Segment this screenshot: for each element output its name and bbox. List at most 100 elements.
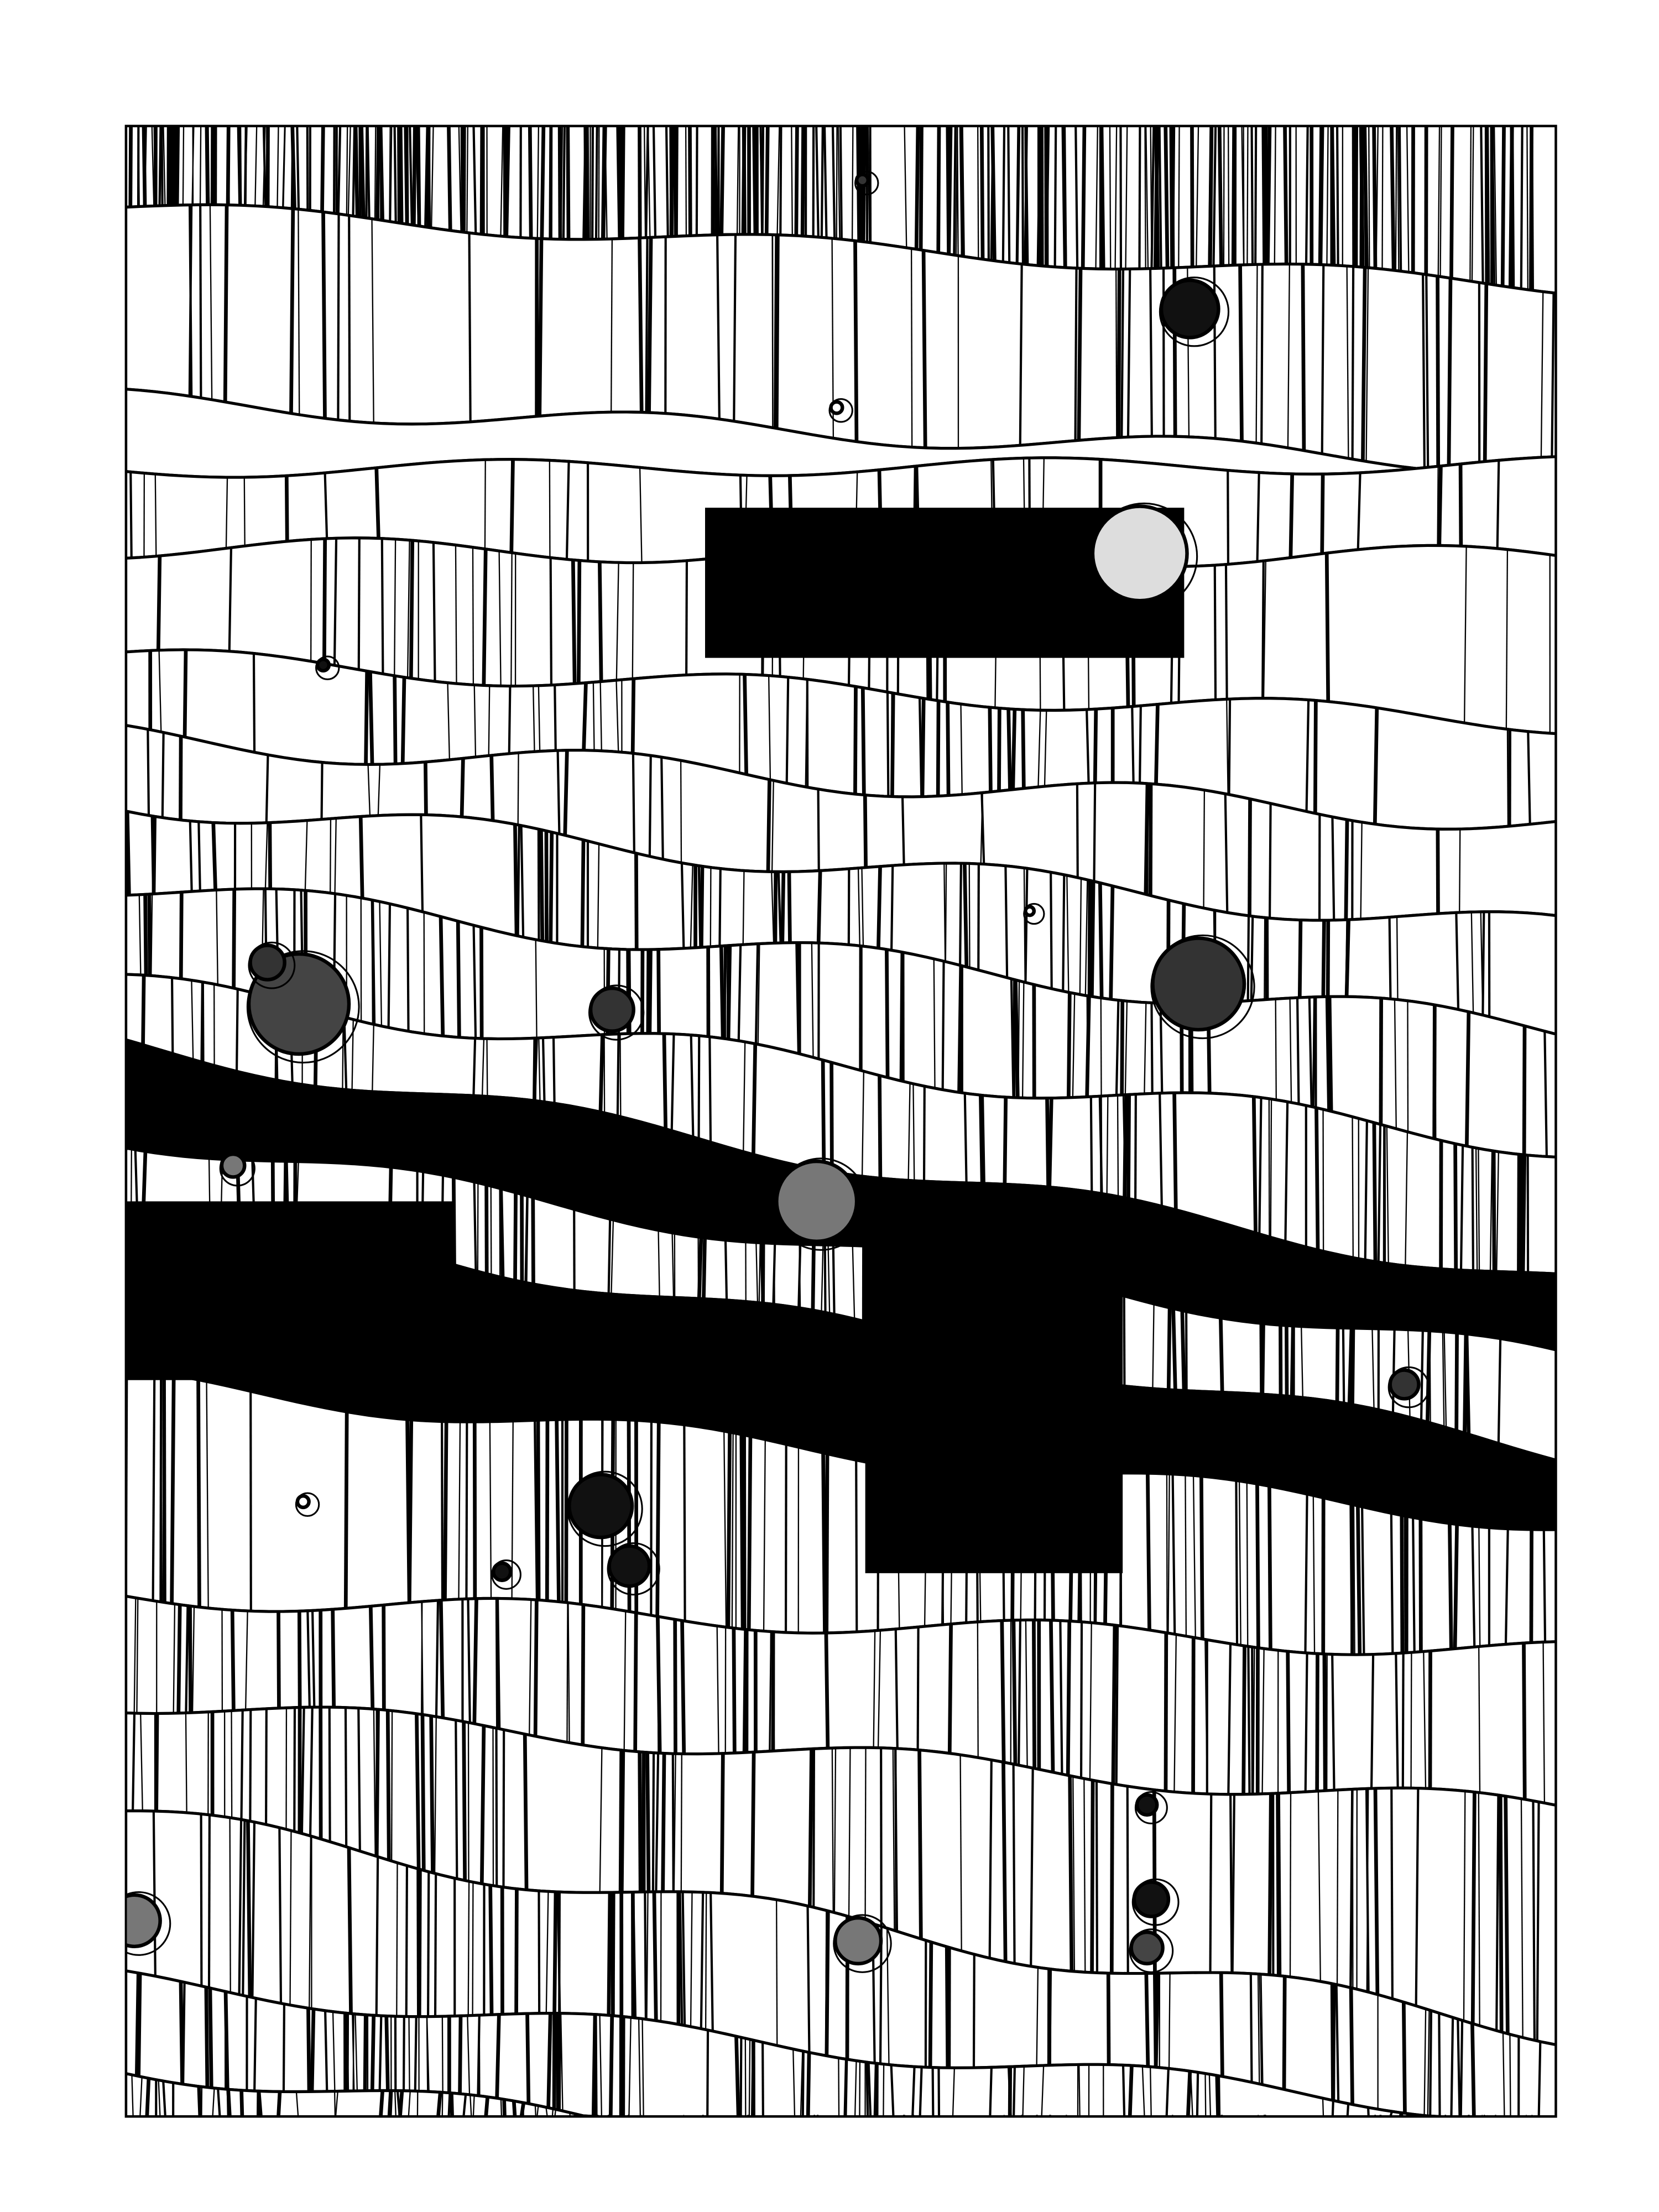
hatch-line xyxy=(800,2051,804,2117)
circle-halo xyxy=(1131,1878,1180,1926)
artwork-frame xyxy=(124,124,1557,2118)
hatch-line xyxy=(853,241,859,442)
hatch-line xyxy=(188,1606,192,1713)
hatch-line xyxy=(462,1721,467,1881)
hatch-line xyxy=(1125,126,1128,269)
hatch-line xyxy=(806,2052,811,2117)
hatch-line xyxy=(1139,706,1142,784)
hatch-line xyxy=(1021,982,1025,1098)
hatch-line xyxy=(304,820,308,891)
hatch-line xyxy=(729,945,732,1040)
hatch-line xyxy=(1429,2010,1433,2116)
hatch-line xyxy=(1459,1145,1464,1270)
hatch-line xyxy=(1149,268,1153,437)
hatch-line xyxy=(1067,992,1072,1098)
hatch-line xyxy=(1330,1984,1335,2101)
hatch-line xyxy=(468,233,472,422)
circle-mark xyxy=(1135,1793,1159,1817)
hatch-line xyxy=(817,789,820,871)
hatch-line xyxy=(1463,546,1467,723)
hatch-line xyxy=(577,560,582,684)
hatch-line xyxy=(1062,874,1066,992)
hatch-line xyxy=(920,698,926,797)
hatch-line xyxy=(1453,1144,1458,1270)
hatch-line xyxy=(467,1599,471,1723)
hatch-line xyxy=(910,248,913,447)
hatch-line xyxy=(406,540,410,679)
hatch-line xyxy=(152,816,155,894)
hatch-line xyxy=(262,126,267,207)
circle-mark xyxy=(220,1152,247,1179)
hatch-line xyxy=(883,2064,885,2117)
hatch-line xyxy=(565,461,570,560)
hatch-line xyxy=(439,916,445,1036)
hatch-line xyxy=(393,126,397,222)
hatch-line xyxy=(611,1220,614,1295)
hatch-line xyxy=(708,1036,712,1142)
hatch-line xyxy=(811,1244,816,1311)
hatch-line xyxy=(1480,126,1484,283)
black-block xyxy=(865,1230,1123,1573)
hatch-line xyxy=(481,1039,485,1097)
hatch-line xyxy=(1531,126,1534,290)
hatch-line xyxy=(607,1892,612,2016)
hatch-line xyxy=(1066,875,1070,992)
hatch-line xyxy=(1496,1151,1499,1272)
hatch-line xyxy=(443,1421,448,1600)
hatch-line xyxy=(1246,126,1249,265)
hatch-line xyxy=(1201,1476,1204,1639)
hatch-line xyxy=(162,1373,166,1603)
hatch-line xyxy=(644,1892,647,2020)
hatch-line xyxy=(1475,1147,1478,1271)
hatch-line xyxy=(1023,868,1026,983)
hatch-line xyxy=(959,863,962,966)
hatch-line xyxy=(1506,729,1509,827)
hatch-line xyxy=(743,1042,746,1152)
hatch-line xyxy=(1219,1318,1224,1392)
hatch-line xyxy=(601,126,607,239)
hatch-line xyxy=(1425,274,1430,470)
hatch-line xyxy=(912,1083,915,1181)
hatch-line xyxy=(223,205,229,403)
hatch-line xyxy=(1255,1484,1260,1648)
hatch-line xyxy=(638,238,644,413)
hatch-line xyxy=(1490,126,1494,285)
hatch-line xyxy=(1144,783,1150,895)
hatch-line xyxy=(843,2059,847,2117)
hatch-line xyxy=(941,961,945,1090)
hatch-line xyxy=(1259,1974,1262,2084)
hatch-line xyxy=(534,1420,538,1600)
circle-halo xyxy=(1150,934,1255,1040)
hatch-line xyxy=(208,1987,213,2088)
hatch-line xyxy=(1478,1646,1481,1793)
hatch-line xyxy=(771,872,775,943)
hatch-line xyxy=(389,126,391,222)
hatch-line xyxy=(265,1708,268,1825)
hatch-line xyxy=(469,2094,472,2117)
hatch-line xyxy=(1185,1475,1187,1636)
hatch-line xyxy=(1083,1778,1086,1973)
hatch-line xyxy=(1269,803,1272,919)
hatch-line xyxy=(638,1751,643,1892)
hatch-line xyxy=(358,816,364,898)
hatch-line xyxy=(154,1713,159,1812)
hatch-line xyxy=(1084,879,1088,996)
hatch-line xyxy=(170,1375,176,1604)
hatch-line xyxy=(980,792,983,864)
hatch-line xyxy=(1496,460,1500,549)
hatch-line xyxy=(1412,1517,1416,1652)
hatch-line xyxy=(545,1891,549,2013)
hatch-line xyxy=(580,839,586,947)
hatch-line xyxy=(1098,883,1104,998)
hatch-line xyxy=(551,2109,554,2117)
hatch-line xyxy=(322,539,327,664)
hatch-line xyxy=(138,894,142,975)
hatch-line xyxy=(372,1024,374,1092)
hatch-line xyxy=(359,126,364,217)
hatch-line xyxy=(368,671,374,765)
hatch-line xyxy=(711,126,714,235)
hatch-line xyxy=(1025,1620,1028,1767)
hatch-line xyxy=(1386,1126,1389,1264)
hatch-line xyxy=(1191,1637,1196,1793)
hatch-line xyxy=(652,1891,658,2021)
